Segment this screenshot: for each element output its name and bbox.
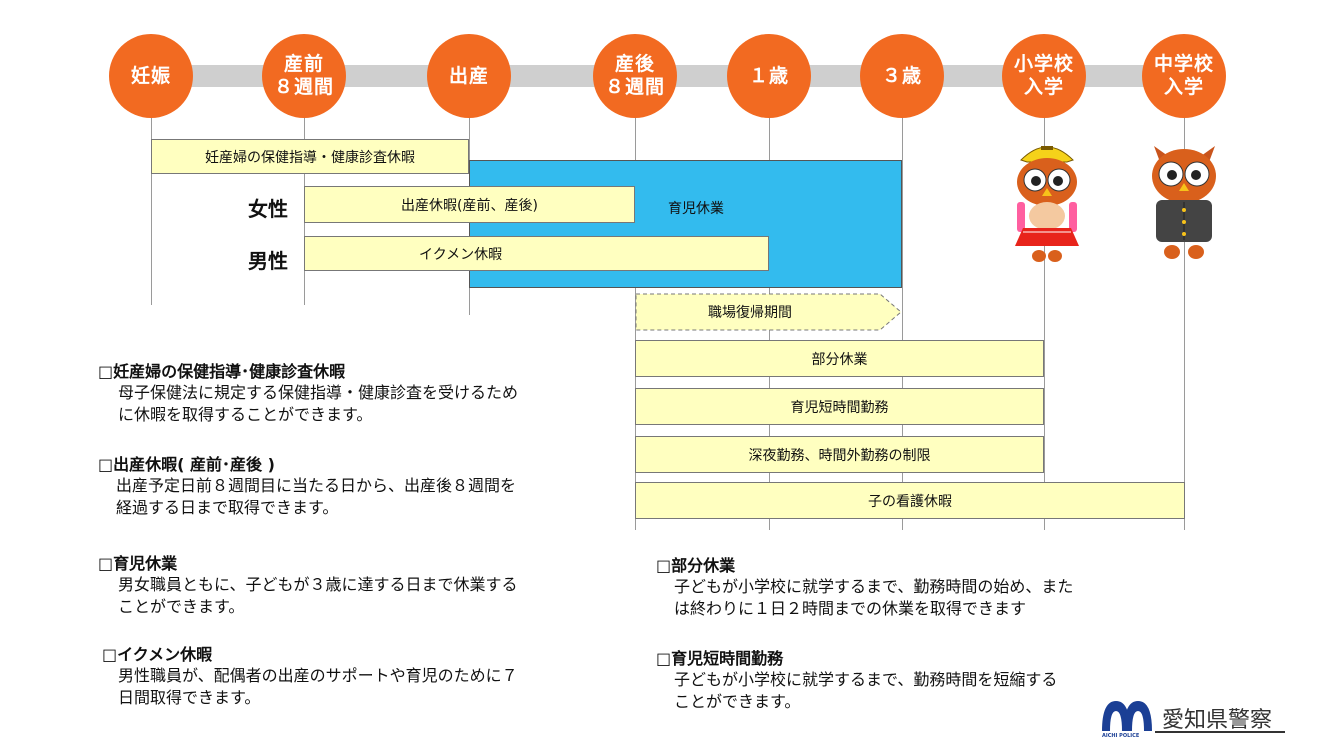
aichi-police-logo-icon [1102,701,1152,731]
female-label: 女性 [248,197,288,221]
milestone-elementary: 小学校 入学 [1002,34,1086,118]
owl-mascot-junior-high [1152,146,1216,259]
guide-line-age3 [902,100,903,530]
child-nursing-leave-bar: 子の看護休暇 [635,482,1185,519]
section-line: 母子保健法に規定する保健指導・健康診査を受けるため [118,383,519,402]
night-work-limit-bar: 深夜勤務、時間外勤務の制限 [635,436,1044,473]
section-health-check: □妊産婦の保健指導･健康診査休暇 母子保健法に規定する保健指導・健康診査を受ける… [98,358,518,426]
milestone-postnatal-8weeks: 産後 ８週間 [593,34,677,118]
section-title: □出産休暇( 産前･産後 ) [98,455,275,474]
section-line: 出産予定日前８週間目に当たる日から、出産後８週間を [116,476,517,495]
section-title: □イクメン休暇 [102,645,213,664]
owl-mascot-elementary [1015,146,1079,262]
ikumen-leave-label: イクメン休暇 [419,246,503,263]
section-line: 子どもが小学校に就学するまで、勤務時間の始め、また [674,577,1074,596]
section-title: □育児短時間勤務 [656,649,784,668]
section-line: ことができます。 [674,692,801,711]
milestone-age1: １歳 [727,34,811,118]
section-maternity: □出産休暇( 産前･産後 ) 出産予定日前８週間目に当たる日から、出産後８週間を… [98,451,516,519]
section-line: 男女職員ともに、子どもが３歳に達する日まで休業する [118,575,518,594]
childcare-leave-label: 育児休業 [668,201,724,217]
section-title: □妊産婦の保健指導･健康診査休暇 [98,362,346,381]
logo-underline [1155,731,1285,733]
guide-line-postnatal [635,100,636,530]
male-label: 男性 [248,249,288,273]
section-short-hours: □育児短時間勤務 子どもが小学校に就学するまで、勤務時間を短縮する ことができま… [656,645,1057,713]
section-title: □部分休業 [656,556,736,575]
milestone-line1: 産後 [614,53,655,75]
milestone-junior-high: 中学校 入学 [1142,34,1226,118]
milestone-age3: ３歳 [860,34,944,118]
section-line: 男性職員が、配偶者の出産のサポートや育児のために７ [118,666,518,685]
milestone-pregnancy: 妊娠 [109,34,193,118]
milestone-line1: 産前 [283,53,324,75]
section-partial-leave: □部分休業 子どもが小学校に就学するまで、勤務時間の始め、また は終わりに１日２… [656,552,1073,620]
milestone-line1: ３歳 [881,64,922,87]
section-line: 子どもが小学校に就学するまで、勤務時間を短縮する [674,670,1058,689]
guide-line-pregnancy [151,100,152,305]
maternity-leave-bar: 出産休暇(産前、産後) [304,186,635,223]
return-to-work-arrow [635,293,902,331]
section-line: 日間取得できます。 [118,688,261,707]
logo-name: 愛知県警察 [1162,708,1273,733]
milestone-line2: 入学 [1163,76,1204,98]
ikumen-leave-bar: イクメン休暇 [304,236,769,271]
short-hours-bar: 育児短時間勤務 [635,388,1044,425]
health-check-leave-bar: 妊産婦の保健指導・健康診査休暇 [151,139,469,174]
milestone-line1: 妊娠 [130,64,171,87]
milestone-line2: 入学 [1023,76,1064,98]
guide-line-elementary [1044,100,1045,530]
milestone-line1: 小学校 [1013,53,1074,75]
section-ikumen: □イクメン休暇 男性職員が、配偶者の出産のサポートや育児のために７ 日間取得でき… [102,641,518,709]
milestone-line2: ８週間 [604,76,665,98]
guide-line-junior-high [1184,100,1185,530]
section-childcare: □育児休業 男女職員ともに、子どもが３歳に達する日まで休業する ことができます。 [98,550,518,618]
milestone-line1: 中学校 [1153,53,1214,75]
section-line: に休暇を取得することができます。 [118,405,373,424]
logo-subtext: AICHI POLICE [1102,733,1140,739]
milestone-birth: 出産 [427,34,511,118]
section-line: ことができます。 [118,597,245,616]
return-to-work-label: 職場復帰期間 [708,305,792,321]
section-line: は終わりに１日２時間までの休業を取得できます [674,599,1027,618]
milestone-line2: ８週間 [273,76,334,98]
section-title: □育児休業 [98,554,178,573]
partial-leave-bar: 部分休業 [635,340,1044,377]
milestone-line1: １歳 [748,64,789,87]
section-line: 経過する日まで取得できます。 [116,498,339,517]
milestone-prenatal-8weeks: 産前 ８週間 [262,34,346,118]
milestone-line1: 出産 [448,64,489,87]
